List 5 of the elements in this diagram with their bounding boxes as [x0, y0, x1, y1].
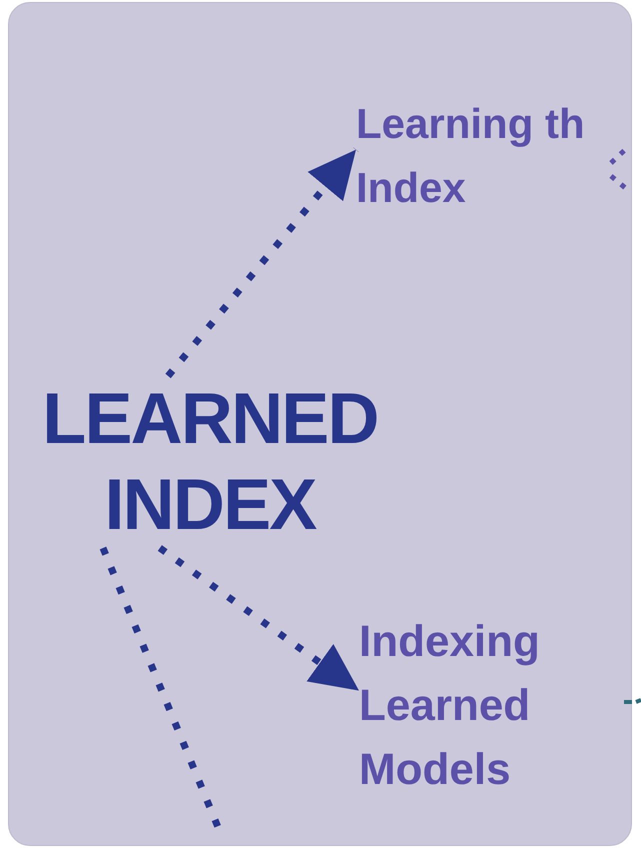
arrow [165, 147, 359, 378]
arrow [158, 545, 362, 694]
branch-topic: Learning th Index [356, 92, 640, 220]
branch-topic: Indexing Learned Models [359, 610, 589, 802]
central-topic: LEARNED INDEX [14, 376, 406, 548]
